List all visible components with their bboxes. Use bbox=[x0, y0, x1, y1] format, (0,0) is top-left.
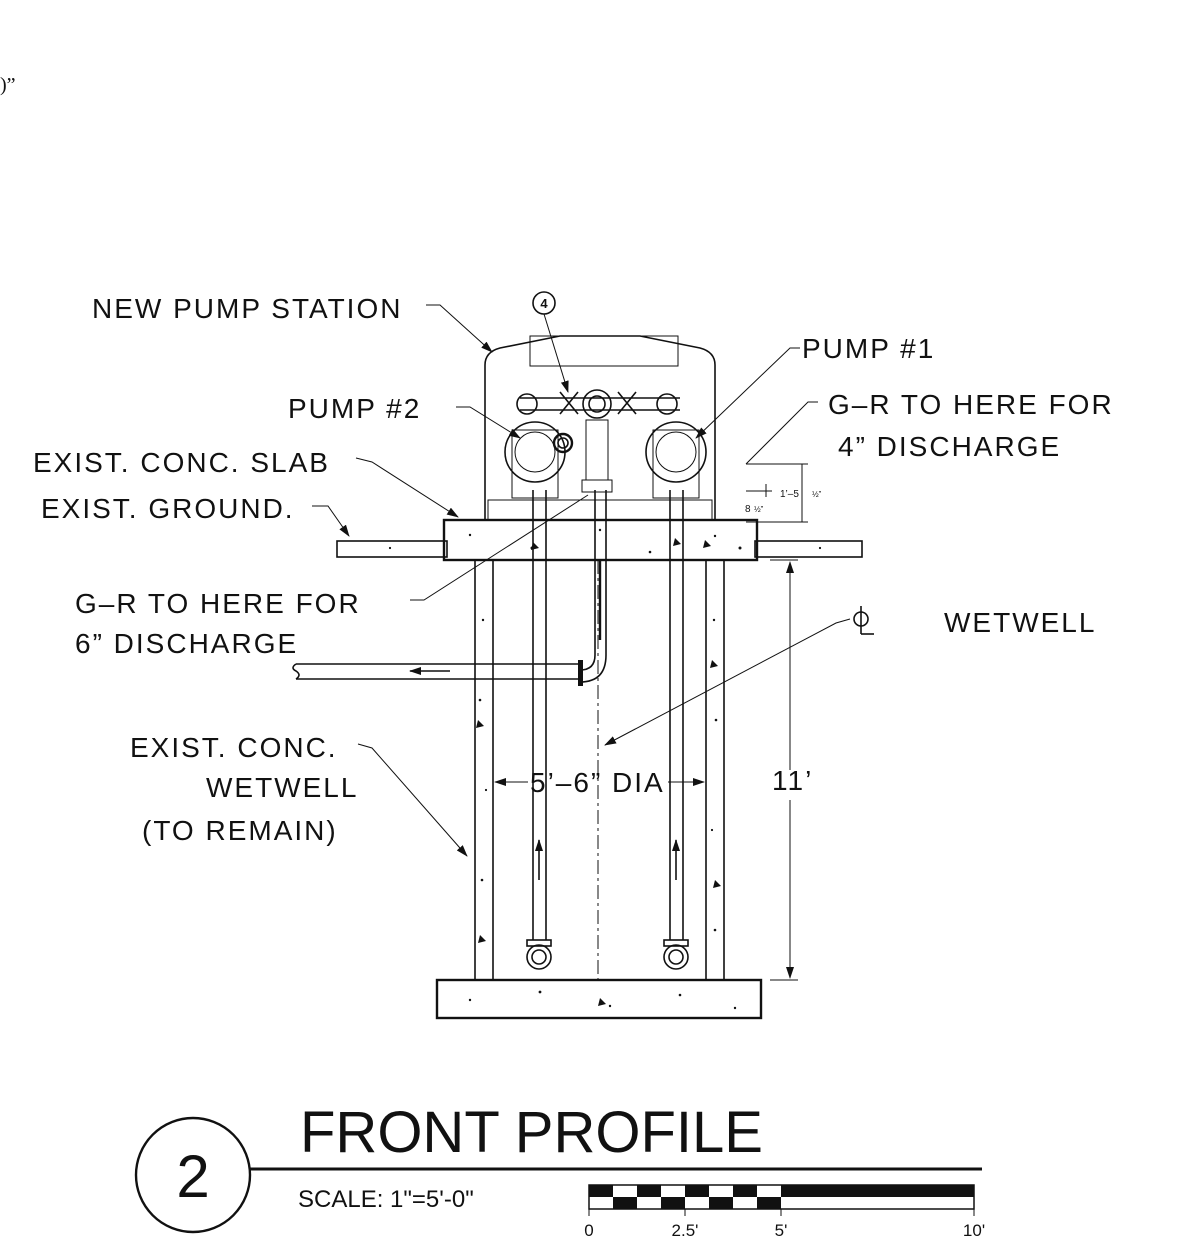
label-diameter: 5’–6” DIA bbox=[530, 767, 665, 798]
pump-station-enclosure bbox=[484, 335, 716, 521]
existing-ground bbox=[336, 540, 863, 558]
title-block bbox=[134, 1116, 982, 1234]
label-gr-4-line1: G–R TO HERE FOR bbox=[828, 389, 1114, 420]
dim-8-frac: ½” bbox=[754, 505, 764, 514]
discharge-pipe bbox=[292, 490, 607, 686]
elevation-dimensions bbox=[746, 463, 808, 523]
drawing-title: FRONT PROFILE bbox=[300, 1100, 763, 1165]
scale-tick-5: 5' bbox=[775, 1221, 788, 1240]
scale-tick-2-5: 2.5' bbox=[672, 1221, 699, 1240]
depth-dimension bbox=[770, 559, 798, 981]
wetwell-base bbox=[435, 978, 763, 1020]
scale-tick-0: 0 bbox=[584, 1221, 593, 1240]
callout-4: 4 bbox=[532, 291, 569, 393]
label-slab: EXIST. CONC. SLAB bbox=[33, 447, 330, 478]
centerline-symbol bbox=[853, 606, 874, 635]
scale-bar bbox=[588, 1184, 975, 1216]
label-ground: EXIST. GROUND. bbox=[41, 493, 295, 524]
svg-text:4: 4 bbox=[540, 296, 548, 311]
label-pump-2: PUMP #2 bbox=[288, 393, 421, 424]
label-gr-6-line2: 6” DISCHARGE bbox=[75, 628, 298, 659]
dim-8: 8 bbox=[745, 504, 751, 515]
label-wetwell-line3: (TO REMAIN) bbox=[142, 815, 338, 846]
label-gr-4-line2: 4” DISCHARGE bbox=[838, 431, 1061, 462]
label-centerline-wetwell: WETWELL bbox=[944, 607, 1096, 638]
label-new-pump-station: NEW PUMP STATION bbox=[92, 293, 402, 324]
pump-1 bbox=[645, 421, 707, 499]
scale-label: SCALE: 1"=5'-0" bbox=[298, 1186, 474, 1213]
dim-1-5-frac: ½” bbox=[812, 490, 822, 499]
existing-slab bbox=[442, 518, 759, 562]
label-wetwell-line1: EXIST. CONC. bbox=[130, 732, 338, 763]
suction-pipes bbox=[526, 490, 689, 970]
detail-number: 2 bbox=[176, 1143, 209, 1210]
valve-manifold bbox=[516, 389, 680, 493]
scale-tick-10: 10' bbox=[963, 1221, 985, 1240]
label-gr-6-line1: G–R TO HERE FOR bbox=[75, 588, 361, 619]
pump-2 bbox=[504, 421, 574, 499]
corner-fragment: )” bbox=[0, 74, 16, 96]
label-pump-1: PUMP #1 bbox=[802, 333, 935, 364]
dim-1-5: 1’–5 bbox=[780, 489, 799, 500]
label-depth: 11’ bbox=[772, 765, 813, 796]
label-wetwell-line2: WETWELL bbox=[206, 772, 358, 803]
